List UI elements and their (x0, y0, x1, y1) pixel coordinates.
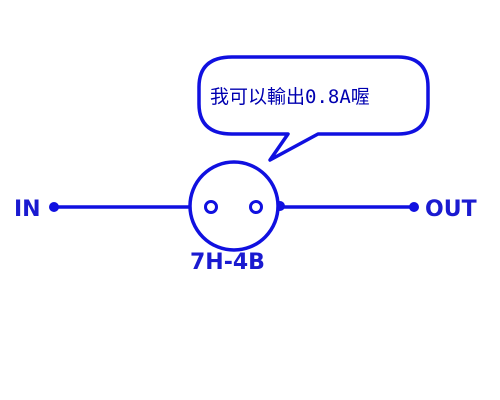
output-terminal (409, 202, 419, 212)
component-right-pin (249, 200, 263, 214)
input-label: IN (14, 197, 41, 222)
component-label: 7H-4B (190, 250, 265, 275)
input-terminal (49, 202, 59, 212)
speech-bubble-text: 我可以輸出0.8A喔 (210, 86, 370, 108)
component-left-pin (204, 200, 218, 214)
speech-bubble (197, 55, 430, 162)
component-body (188, 160, 280, 252)
output-label: OUT (425, 197, 477, 222)
